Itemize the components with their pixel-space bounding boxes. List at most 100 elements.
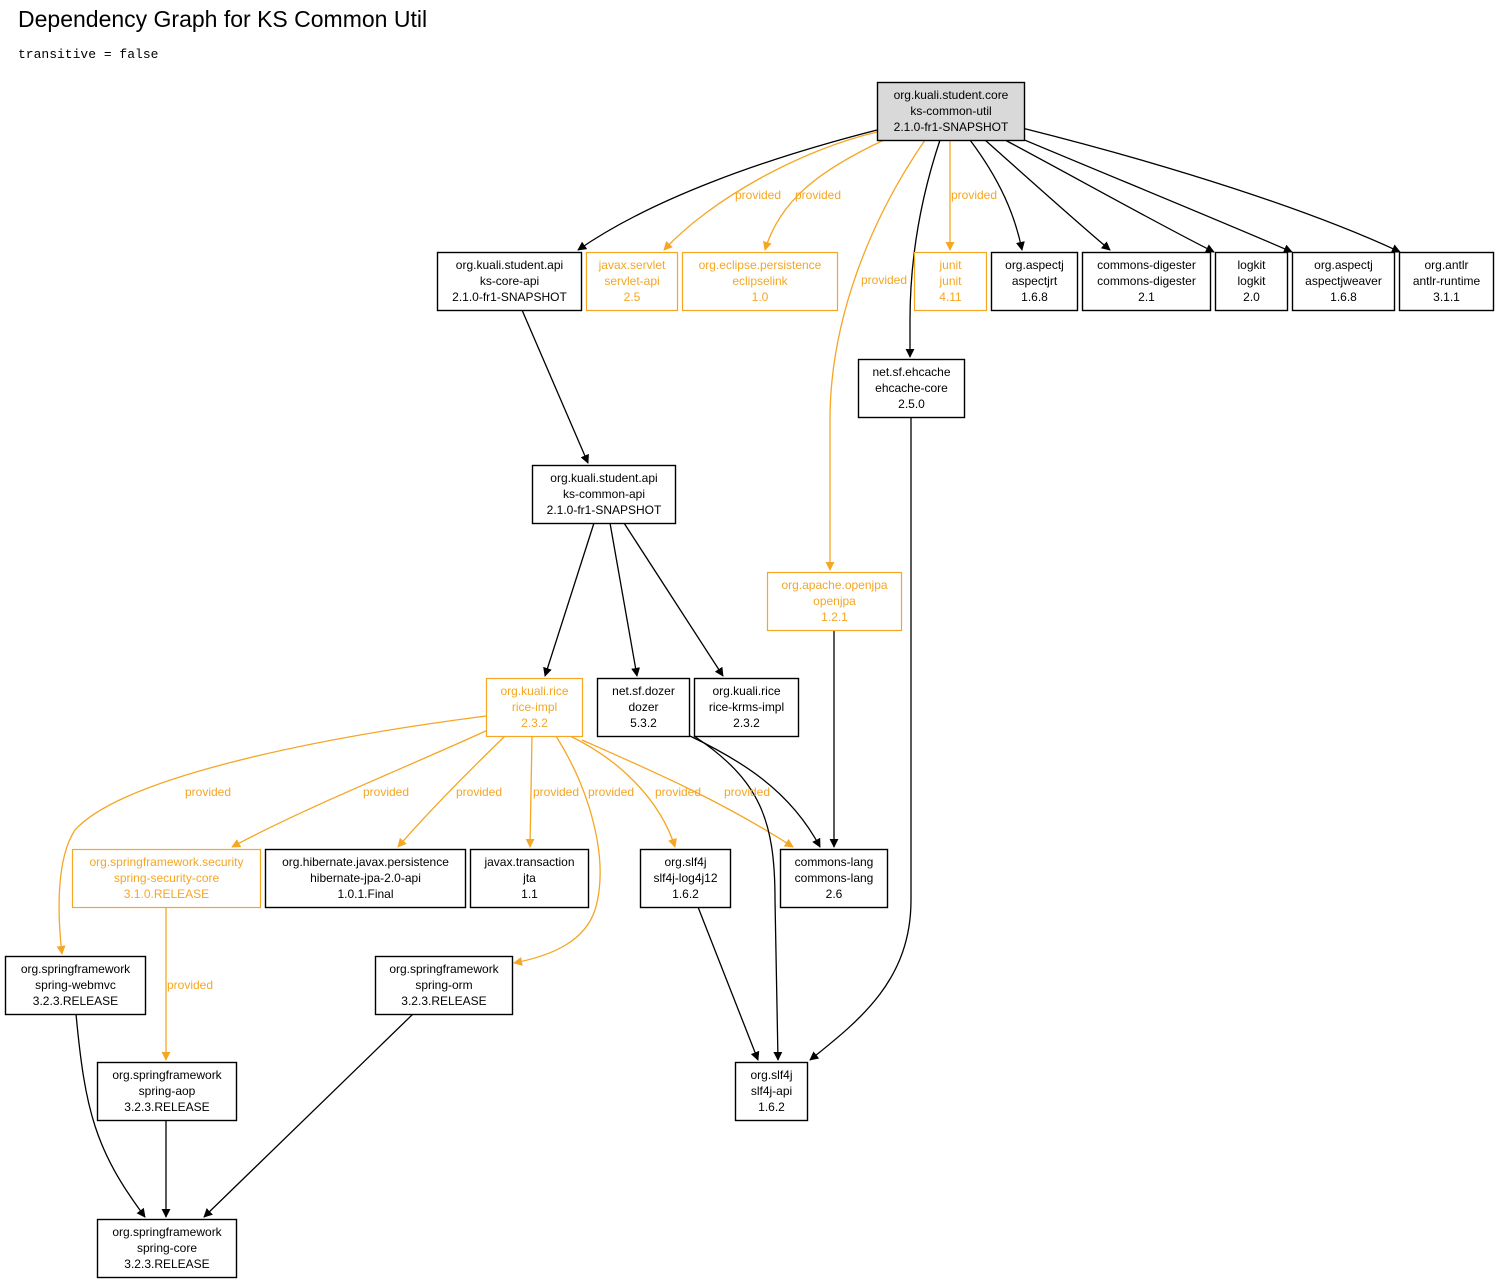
node-box-eclipselink [681, 251, 839, 312]
node-label-dozer-version: 5.3.2 [630, 716, 657, 730]
edge-dozer-to-slf4j-api [693, 735, 783, 1061]
node-label-antlr-artifact: antlr-runtime [1413, 274, 1481, 288]
node-label-servlet-api-version: 2.5 [624, 290, 641, 304]
node-label-rice-krms-impl-version: 2.3.2 [733, 716, 760, 730]
node-box-slf4j-log4j12 [639, 848, 732, 909]
edge-label-root-to-junit: provided [951, 188, 997, 202]
node-label-spring-core-artifact: spring-core [137, 1241, 197, 1255]
node-label-servlet-api-artifact: servlet-api [604, 274, 659, 288]
edge-slf4j-log4j12-to-slf4j-api [697, 906, 760, 1061]
node-box-spring-core [96, 1218, 238, 1279]
node-label-rice-krms-impl-artifact: rice-krms-impl [709, 700, 784, 714]
node-box-ehcache [857, 358, 966, 419]
edge-rice-impl-to-spring-orm [513, 735, 601, 966]
node-hibernate-jpa: org.hibernate.javax.persistencehibernate… [264, 848, 467, 909]
node-box-spring-webmvc [4, 955, 147, 1016]
node-label-junit-version: 4.11 [939, 290, 962, 304]
node-label-slf4j-log4j12-artifact: slf4j-log4j12 [653, 871, 717, 885]
node-label-spring-core-group: org.springframework [112, 1225, 222, 1239]
edge-label-rice-impl-to-spring-orm: provided [588, 785, 634, 799]
node-box-ks-core-api [436, 251, 583, 312]
edge-label-rice-impl-to-spring-webmvc: provided [185, 785, 231, 799]
edge-rice-impl-to-hibernate-jpa [397, 735, 506, 848]
node-label-rice-krms-impl-group: org.kuali.rice [712, 684, 780, 698]
node-label-commons-lang-version: 2.6 [826, 887, 843, 901]
page-title: Dependency Graph for KS Common Util [18, 6, 428, 32]
node-label-spring-security-core-artifact: spring-security-core [114, 871, 220, 885]
node-label-ks-core-api-artifact: ks-core-api [480, 274, 539, 288]
node-label-spring-aop-version: 3.2.3.RELEASE [124, 1100, 209, 1114]
node-label-spring-orm-group: org.springframework [389, 962, 499, 976]
node-label-spring-orm-version: 3.2.3.RELEASE [401, 994, 486, 1008]
node-ks-core-api: org.kuali.student.apiks-core-api2.1.0-fr… [436, 251, 583, 312]
edge-root-to-commons-digester [984, 139, 1111, 251]
node-label-logkit-version: 2.0 [1243, 290, 1260, 304]
node-label-ehcache-artifact: ehcache-core [875, 381, 948, 395]
edge-root-to-eclipselink [763, 139, 885, 251]
node-label-commons-digester-group: commons-digester [1097, 258, 1196, 272]
node-label-jta-version: 1.1 [521, 887, 538, 901]
node-label-openjpa-artifact: openjpa [813, 594, 856, 608]
edge-rice-impl-to-spring-webmvc [56, 715, 487, 955]
node-label-root-artifact: ks-common-util [910, 104, 991, 118]
node-label-junit-artifact: junit [938, 274, 962, 288]
node-label-jta-group: javax.transaction [483, 855, 574, 869]
node-label-hibernate-jpa-group: org.hibernate.javax.persistence [282, 855, 449, 869]
node-label-spring-core-version: 3.2.3.RELEASE [124, 1257, 209, 1271]
edge-label-rice-impl-to-commons-lang: provided [724, 785, 770, 799]
node-label-antlr-version: 3.1.1 [1433, 290, 1460, 304]
node-box-commons-digester [1081, 251, 1212, 312]
node-box-spring-orm [374, 955, 514, 1016]
edges-layer [56, 127, 1401, 1218]
node-label-dozer-group: net.sf.dozer [612, 684, 675, 698]
node-label-logkit-group: logkit [1237, 258, 1266, 272]
node-label-commons-digester-artifact: commons-digester [1097, 274, 1196, 288]
node-box-spring-aop [96, 1061, 238, 1122]
edge-ks-common-api-to-rice-krms-impl [623, 522, 724, 677]
node-label-aspectjweaver-version: 1.6.8 [1330, 290, 1357, 304]
edge-rice-impl-to-slf4j-log4j12 [569, 735, 677, 848]
edge-spring-orm-to-spring-core [203, 1013, 414, 1218]
node-label-ks-common-api-artifact: ks-common-api [563, 487, 645, 501]
node-label-ks-common-api-group: org.kuali.student.api [550, 471, 657, 485]
edge-rice-impl-to-jta [525, 735, 535, 848]
node-label-hibernate-jpa-version: 1.0.1.Final [337, 887, 393, 901]
node-label-ehcache-group: net.sf.ehcache [872, 365, 950, 379]
node-label-openjpa-group: org.apache.openjpa [781, 578, 887, 592]
node-label-slf4j-api-version: 1.6.2 [758, 1100, 785, 1114]
node-label-spring-webmvc-group: org.springframework [21, 962, 131, 976]
edge-root-to-aspectjrt [969, 139, 1025, 251]
node-label-rice-impl-version: 2.3.2 [521, 716, 548, 730]
edge-ehcache-to-slf4j-api [809, 417, 912, 1061]
edge-spring-webmvc-to-spring-core [75, 1013, 146, 1218]
edge-label-rice-impl-to-slf4j-log4j12: provided [655, 785, 701, 799]
node-label-slf4j-api-artifact: slf4j-api [751, 1084, 792, 1098]
edge-root-to-servlet-api [663, 131, 878, 251]
node-box-rice-impl [485, 677, 584, 738]
edge-label-root-to-eclipselink: provided [795, 188, 841, 202]
edge-rice-impl-to-spring-security-core [231, 729, 489, 848]
node-box-openjpa [766, 571, 903, 632]
node-label-logkit-artifact: logkit [1237, 274, 1266, 288]
node-box-antlr [1398, 251, 1495, 312]
graph-subtitle: transitive = false [18, 47, 159, 62]
edge-root-to-aspectjweaver [1014, 135, 1293, 253]
node-box-aspectjweaver [1291, 251, 1396, 312]
node-label-spring-security-core-version: 3.1.0.RELEASE [124, 887, 209, 901]
node-label-spring-security-core-group: org.springframework.security [89, 855, 243, 869]
node-box-aspectjrt [990, 251, 1079, 312]
node-label-eclipselink-group: org.eclipse.persistence [699, 258, 822, 272]
node-label-spring-aop-artifact: spring-aop [139, 1084, 196, 1098]
edge-labels-layer: provided provided provided provided provided… [167, 188, 997, 992]
